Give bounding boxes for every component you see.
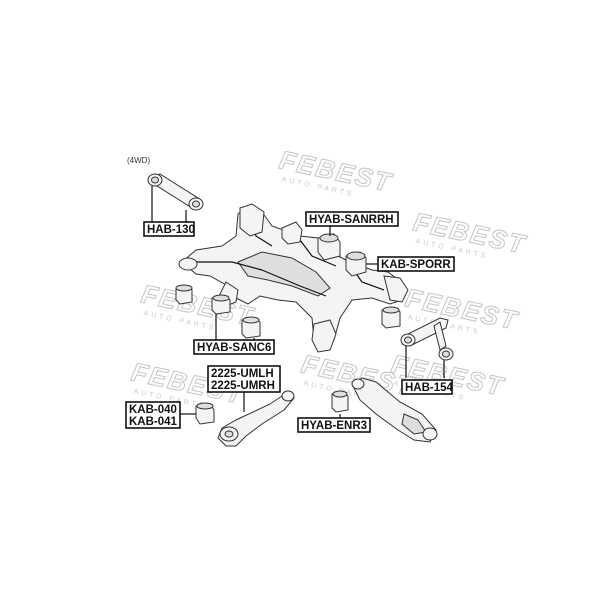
svg-text:KAB-SPORR: KAB-SPORR <box>381 259 451 271</box>
part-label-hab154: HAB-154 <box>401 379 454 395</box>
lateral-link-hab154 <box>400 317 454 361</box>
variant-note: (4WD) <box>127 156 150 165</box>
svg-text:HYAB-ENR3: HYAB-ENR3 <box>301 420 367 432</box>
part-label-hyab-sanrrh: HYAB-SANRRH <box>305 211 399 227</box>
subframe-inner-cavity <box>237 251 331 297</box>
lateral-link-hab130 <box>147 173 204 211</box>
part-label-hyab-enr3: HYAB-ENR3 <box>297 417 371 433</box>
svg-text:HAB-130: HAB-130 <box>147 224 195 236</box>
svg-text:KAB-041: KAB-041 <box>129 416 178 428</box>
bushing-loose-right <box>381 306 401 329</box>
trailing-arm-2225 <box>217 390 295 447</box>
svg-text:HYAB-SANRRH: HYAB-SANRRH <box>309 214 394 226</box>
svg-text:HYAB-SANC6: HYAB-SANC6 <box>197 342 271 354</box>
bushing-hyab-sanrrh <box>317 233 341 261</box>
part-label-kab-sporr: KAB-SPORR <box>377 256 455 272</box>
part-label-hab130: HAB-130 <box>143 221 195 237</box>
bushing-kab040 <box>195 402 215 425</box>
bushing-hyab-sanc6 <box>211 294 231 315</box>
leader-hab154 <box>405 346 445 378</box>
bushing-kab-sporr <box>345 251 367 277</box>
part-label-kab040: KAB-040 KAB-041 <box>125 401 181 429</box>
svg-text:KAB-040: KAB-040 <box>129 404 177 416</box>
part-label-hyab-sanc6: HYAB-SANC6 <box>193 339 275 355</box>
bushing-hyab-sanc6-b <box>241 316 261 339</box>
bushing-loose-left <box>175 284 193 305</box>
subframe-lower-bracket <box>311 319 337 353</box>
svg-text:HAB-154: HAB-154 <box>405 382 454 394</box>
svg-text:2225-UMLH: 2225-UMLH <box>211 368 274 380</box>
leader-hab130 <box>151 186 187 222</box>
part-label-2225: 2225-UMLH 2225-UMRH <box>207 365 281 393</box>
lower-control-arm-enr3 <box>351 377 438 443</box>
svg-text:2225-UMRH: 2225-UMRH <box>211 380 275 392</box>
bushing-hyab-enr3 <box>331 390 349 413</box>
watermark-logo: FEBEST AUTO PARTS <box>276 144 396 198</box>
subframe-illustration <box>178 203 409 353</box>
subframe-rear-ear <box>383 275 409 303</box>
subframe-front-mount <box>178 257 198 271</box>
subframe-left-tower <box>239 203 265 237</box>
subframe-mount-bracket <box>281 221 303 245</box>
subframe-edge-detail <box>196 211 385 297</box>
